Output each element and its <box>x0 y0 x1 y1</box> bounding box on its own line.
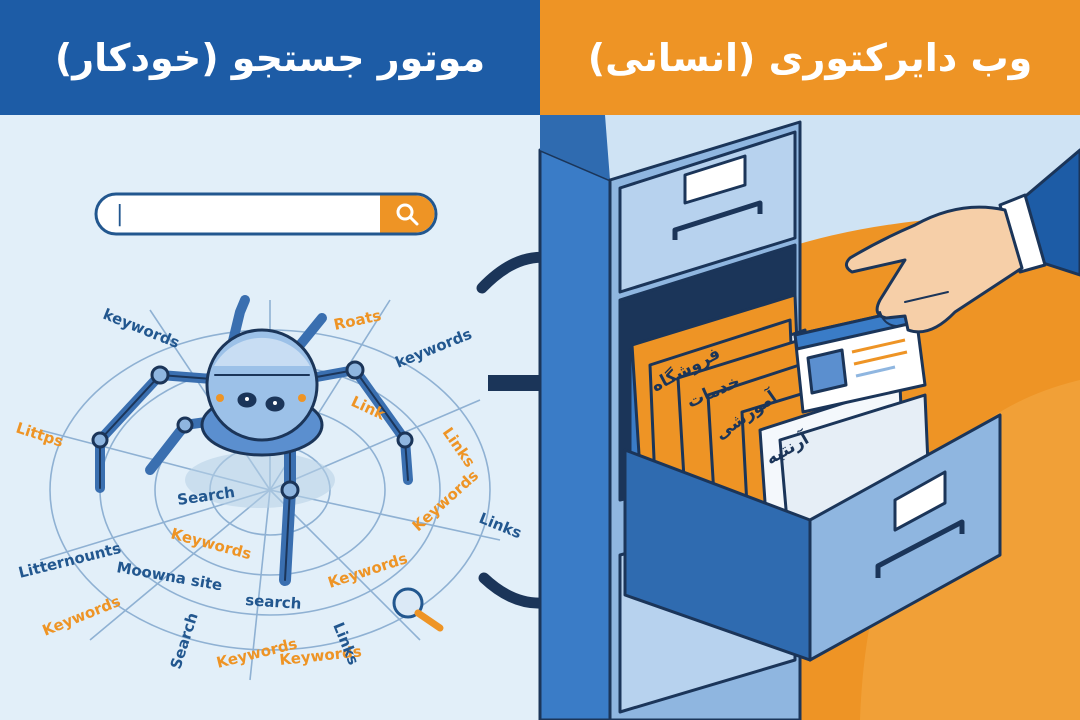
web-directory-header: وب دایرکتوری (انسانی) <box>540 0 1080 115</box>
search-box[interactable] <box>94 192 438 236</box>
search-icon[interactable] <box>396 203 419 226</box>
search-engine-header: موتور جستجو (خودکار) <box>0 0 540 115</box>
search-input-cursor[interactable]: | <box>116 202 123 227</box>
website-card-icon <box>793 306 927 414</box>
search-engine-title: موتور جستجو (خودکار) <box>54 35 486 80</box>
web-directory-title: وب دایرکتوری (انسانی) <box>587 35 1033 80</box>
spider-robot-icon <box>91 295 414 586</box>
magnifier-icon <box>392 587 444 632</box>
web-word: search <box>245 591 302 613</box>
hand-icon <box>845 148 1080 334</box>
